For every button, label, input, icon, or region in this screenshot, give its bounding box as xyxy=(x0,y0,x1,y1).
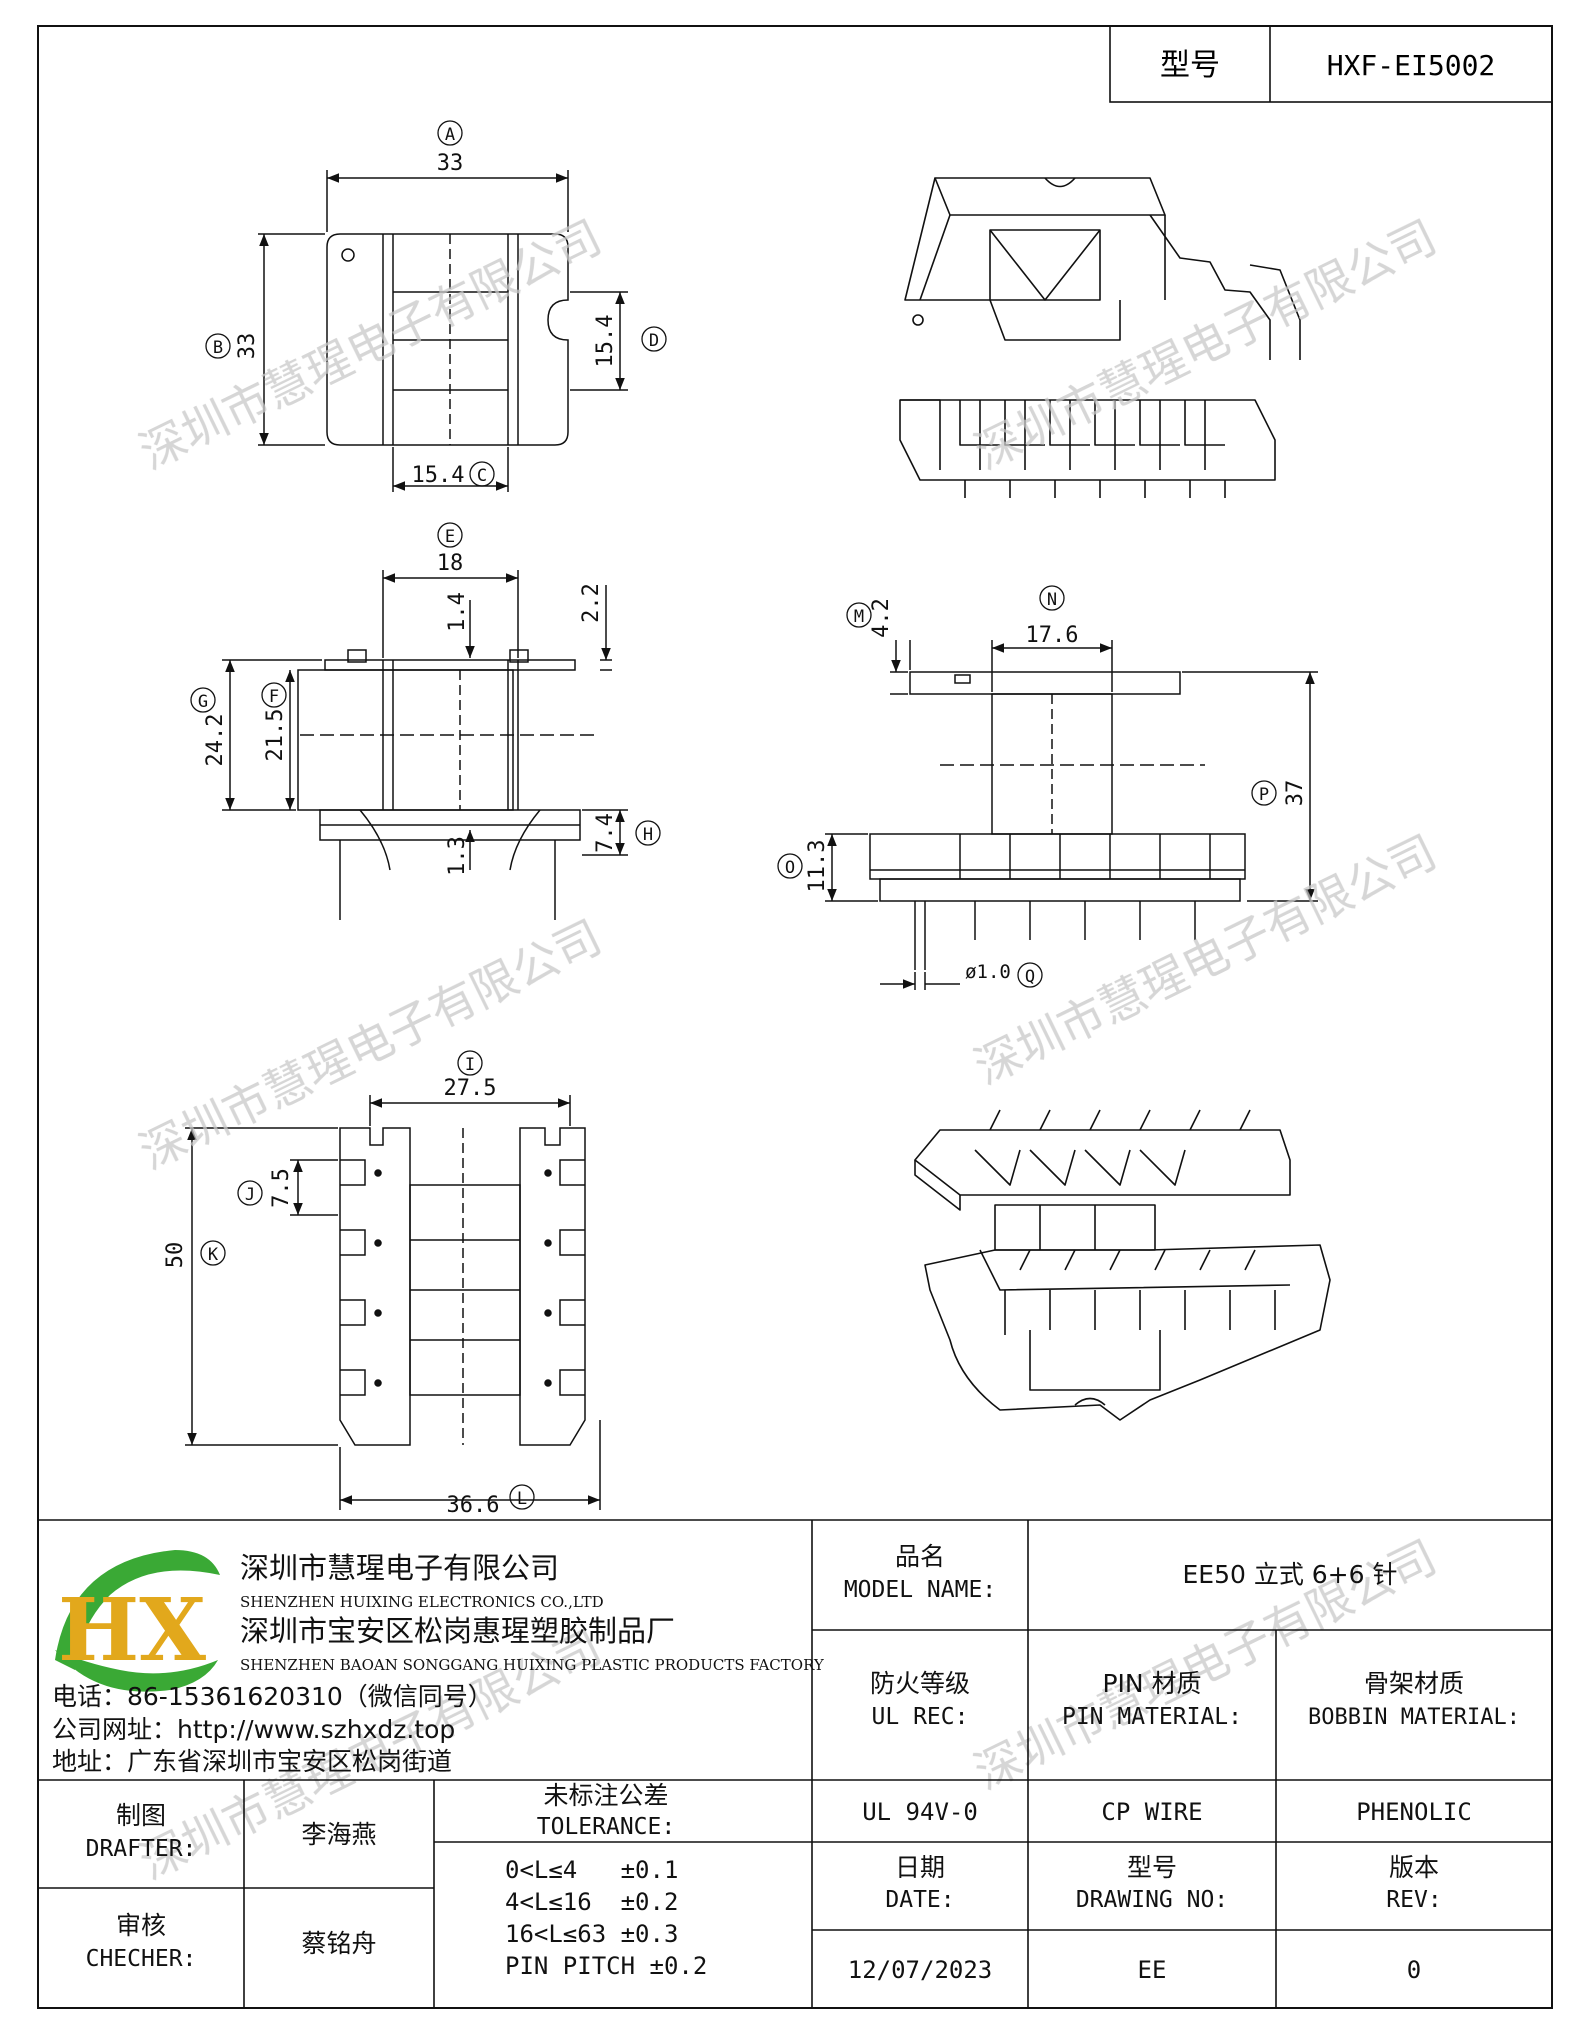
drawing-no-value: EE xyxy=(1138,1956,1167,1984)
ul-rec-cn: 防火等级 xyxy=(870,1669,970,1698)
dim-value-A: 33 xyxy=(437,151,464,176)
dim-label-C: C xyxy=(477,466,487,486)
tolerance-line-3: 16<L≤63 ±0.3 xyxy=(505,1920,678,1948)
dim-label-I: I xyxy=(465,1055,475,1075)
company-website: 公司网址：http://www.szhxdz.top xyxy=(52,1715,455,1744)
tolerance-cn: 未标注公差 xyxy=(543,1781,668,1810)
front-view xyxy=(222,570,628,920)
tolerance-line-1: 0<L≤4 ±0.1 xyxy=(505,1856,678,1884)
bobbin-material-cn: 骨架材质 xyxy=(1364,1669,1464,1698)
dim-value-K: 50 xyxy=(163,1242,188,1269)
rev-value: 0 xyxy=(1407,1956,1421,1984)
side-view xyxy=(825,640,1318,990)
dim-label-K: K xyxy=(208,1245,219,1265)
dim-value-J: 7.5 xyxy=(269,1168,294,1208)
logo-text: HX xyxy=(58,1580,206,1681)
drafter-name: 李海燕 xyxy=(301,1820,376,1849)
pin-material-en: PIN MATERIAL: xyxy=(1062,1704,1242,1730)
dim-label-G: G xyxy=(198,692,208,712)
sheet-border xyxy=(37,25,1553,2009)
date-value: 12/07/2023 xyxy=(848,1956,993,1984)
rev-cn: 版本 xyxy=(1389,1853,1439,1882)
top-view xyxy=(258,170,628,492)
model-name-cn: 品名 xyxy=(895,1542,945,1571)
dim-value-1-3: 1.3 xyxy=(445,836,470,876)
dim-value-H: 7.4 xyxy=(593,813,618,853)
dim-value-F: 21.5 xyxy=(263,709,288,762)
rev-en: REV: xyxy=(1386,1887,1441,1913)
tolerance-line-2: 4<L≤16 ±0.2 xyxy=(505,1888,678,1916)
header-model-box: 型号 HXF-EI5002 xyxy=(1109,25,1553,103)
dim-label-N: N xyxy=(1047,590,1057,610)
dim-value-Q: ø1.0 xyxy=(965,961,1011,983)
dim-value-G: 24.2 xyxy=(203,714,228,767)
dim-value-D: 15.4 xyxy=(593,315,618,368)
company-name-en: SHENZHEN HUIXING ELECTRONICS CO.,LTD xyxy=(240,1593,604,1611)
watermark-1: 深圳市慧瑆电子有限公司 xyxy=(131,210,609,480)
ul-rec-en: UL REC: xyxy=(872,1704,969,1730)
dim-label-P: P xyxy=(1259,785,1269,805)
dim-value-P: 37 xyxy=(1283,780,1308,807)
isometric-view-2 xyxy=(914,1109,1331,1421)
model-name-value: EE50 立式 6+6 针 xyxy=(1182,1560,1397,1589)
pin-material-value: CP WIRE xyxy=(1101,1798,1202,1826)
dim-label-O: O xyxy=(785,858,795,878)
model-label: 型号 xyxy=(1160,48,1220,83)
factory-name-cn: 深圳市宝安区松岗惠瑆塑胶制品厂 xyxy=(240,1614,675,1648)
dim-value-C: 15.4 xyxy=(412,463,465,488)
dim-label-F: F xyxy=(269,687,279,707)
company-phone: 电话：86-15361620310（微信同号） xyxy=(52,1682,493,1711)
company-address: 地址：广东省深圳市宝安区松岗街道 xyxy=(52,1747,452,1776)
dim-value-1-4: 1.4 xyxy=(445,592,470,632)
bottom-view xyxy=(185,1095,601,1510)
dim-label-M: M xyxy=(854,607,864,627)
ul-rec-value: UL 94V-0 xyxy=(862,1798,978,1826)
dim-value-I: 27.5 xyxy=(444,1076,497,1101)
drawing-no-en: DRAWING NO: xyxy=(1076,1887,1228,1913)
dim-label-L: L xyxy=(517,1489,527,1509)
watermark-4: 深圳市慧瑆电子有限公司 xyxy=(966,825,1444,1095)
company-logo: HX xyxy=(55,1550,220,1692)
bobbin-material-value: PHENOLIC xyxy=(1356,1798,1472,1826)
checker-cn: 审核 xyxy=(116,1911,166,1940)
date-en: DATE: xyxy=(885,1887,954,1913)
dim-value-E: 18 xyxy=(437,551,464,576)
dim-label-A: A xyxy=(445,125,455,145)
drafter-en: DRAFTER: xyxy=(86,1836,197,1862)
company-name-cn: 深圳市慧瑆电子有限公司 xyxy=(240,1551,559,1585)
dim-value-2-2: 2.2 xyxy=(579,583,604,623)
dim-value-M: 4.2 xyxy=(869,598,894,638)
date-cn: 日期 xyxy=(895,1853,945,1882)
dim-label-Q: Q xyxy=(1025,967,1035,987)
dim-value-L: 36.6 xyxy=(447,1493,500,1518)
dim-value-B: 33 xyxy=(235,333,260,360)
dim-label-J: J xyxy=(245,1185,255,1205)
checker-name: 蔡铭舟 xyxy=(301,1929,376,1958)
dim-label-H: H xyxy=(643,825,653,845)
title-block xyxy=(38,1519,1552,2008)
pin-material-cn: PIN 材质 xyxy=(1102,1669,1201,1698)
tolerance-line-4: PIN PITCH ±0.2 xyxy=(505,1952,707,1980)
dim-label-D: D xyxy=(649,331,659,351)
model-name-en: MODEL NAME: xyxy=(844,1577,996,1603)
drafter-cn: 制图 xyxy=(116,1801,166,1830)
model-value: HXF-EI5002 xyxy=(1327,49,1496,82)
isometric-view-1 xyxy=(899,177,1301,498)
dim-value-O: 11.3 xyxy=(805,840,830,893)
drawing-no-cn: 型号 xyxy=(1127,1853,1177,1882)
bobbin-material-en: BOBBIN MATERIAL: xyxy=(1308,1705,1520,1730)
dim-label-E: E xyxy=(445,527,455,547)
checker-en: CHECHER: xyxy=(86,1946,197,1972)
tolerance-en: TOLERANCE: xyxy=(537,1814,675,1840)
dim-label-B: B xyxy=(213,338,223,358)
dim-value-N: 17.6 xyxy=(1026,623,1079,648)
factory-name-en: SHENZHEN BAOAN SONGGANG HUIXING PLASTIC … xyxy=(240,1656,825,1674)
